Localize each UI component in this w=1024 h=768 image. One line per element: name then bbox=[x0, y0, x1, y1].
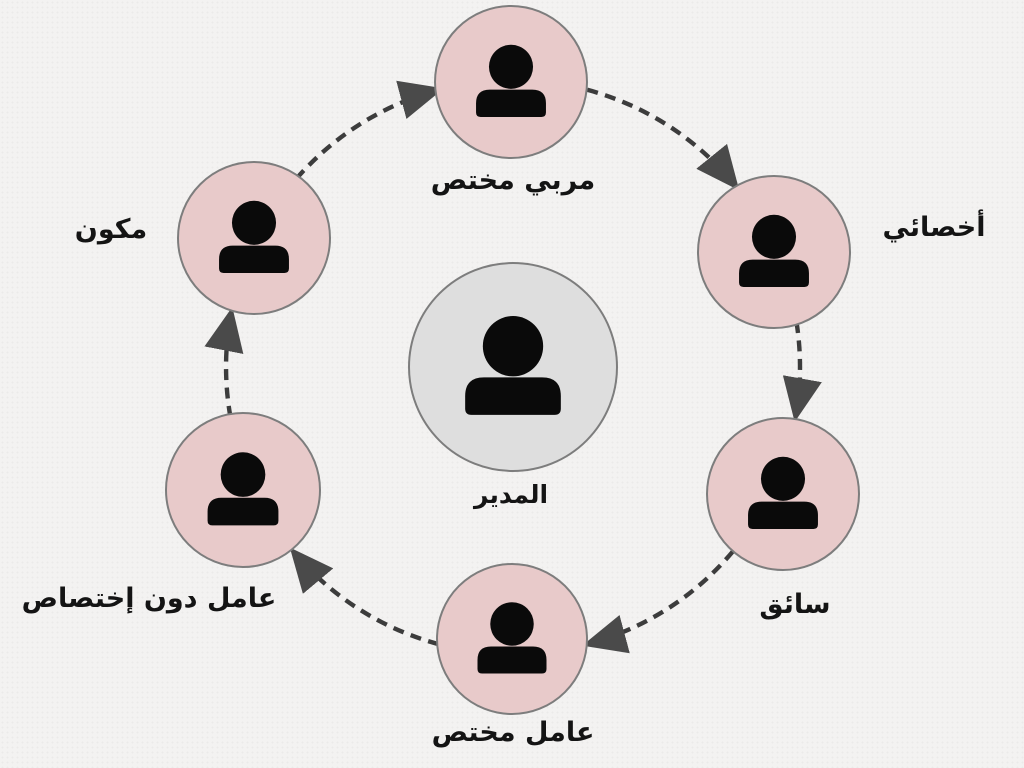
node-specialist bbox=[697, 175, 851, 329]
node-manager bbox=[408, 262, 618, 472]
node-label-unskilled-worker: عامل دون إختصاص bbox=[21, 583, 277, 614]
node-label-specialized-educator: مربي مختص bbox=[430, 165, 596, 196]
node-specialized-worker bbox=[436, 563, 588, 715]
flow-arc-educator-to-specialist bbox=[586, 87, 740, 191]
node-unskilled-worker bbox=[165, 412, 321, 568]
node-label-driver: سائق bbox=[759, 589, 831, 620]
node-label-specialist: أخصائي bbox=[882, 212, 986, 243]
node-specialized-educator bbox=[434, 5, 588, 159]
flow-arc-worker-to-unskilled bbox=[289, 547, 440, 647]
node-label-trainer: مكون bbox=[74, 214, 148, 245]
flow-arc-driver-to-worker bbox=[582, 550, 735, 654]
flow-arc-trainer-to-educator bbox=[294, 80, 444, 181]
flow-arc-unskilled-to-trainer bbox=[204, 307, 244, 418]
node-label-specialized-worker: عامل مختص bbox=[431, 717, 595, 748]
node-trainer bbox=[177, 161, 331, 315]
node-driver bbox=[706, 417, 860, 571]
node-label-manager: المدير bbox=[473, 480, 549, 509]
flow-arc-specialist-to-driver bbox=[782, 321, 822, 422]
